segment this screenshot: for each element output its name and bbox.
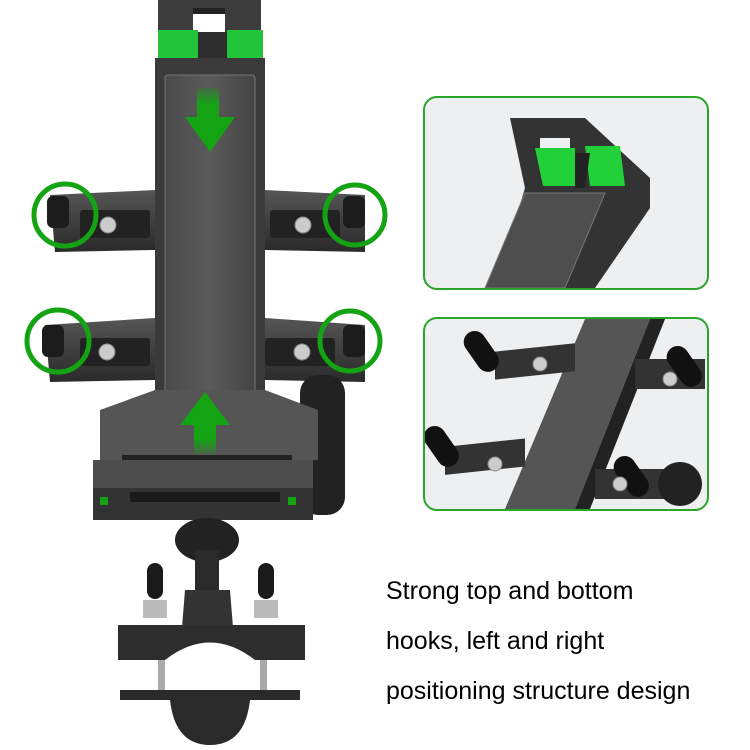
caption-line-3: positioning structure design	[386, 677, 691, 705]
highlight-circles	[24, 181, 388, 375]
upper-side-arms	[47, 190, 365, 252]
handlebar-clamp	[118, 563, 305, 745]
side-arms-closeup-panel	[423, 317, 709, 511]
arrow-down-icon	[185, 88, 235, 152]
top-hook-closeup-panel	[423, 96, 709, 290]
ball-mount	[175, 518, 239, 640]
feature-caption: Strong top and bottom hooks, left and ri…	[386, 566, 746, 716]
caption-line-1: Strong top and bottom	[386, 577, 634, 605]
top-hook	[158, 0, 263, 60]
top-hook-closeup-image	[484, 118, 650, 288]
phone-holder-illustration	[24, 0, 388, 745]
side-arms-closeup-image	[425, 319, 705, 509]
arrow-up-icon	[180, 392, 230, 454]
caption-line-2: hooks, left and right	[386, 627, 605, 655]
